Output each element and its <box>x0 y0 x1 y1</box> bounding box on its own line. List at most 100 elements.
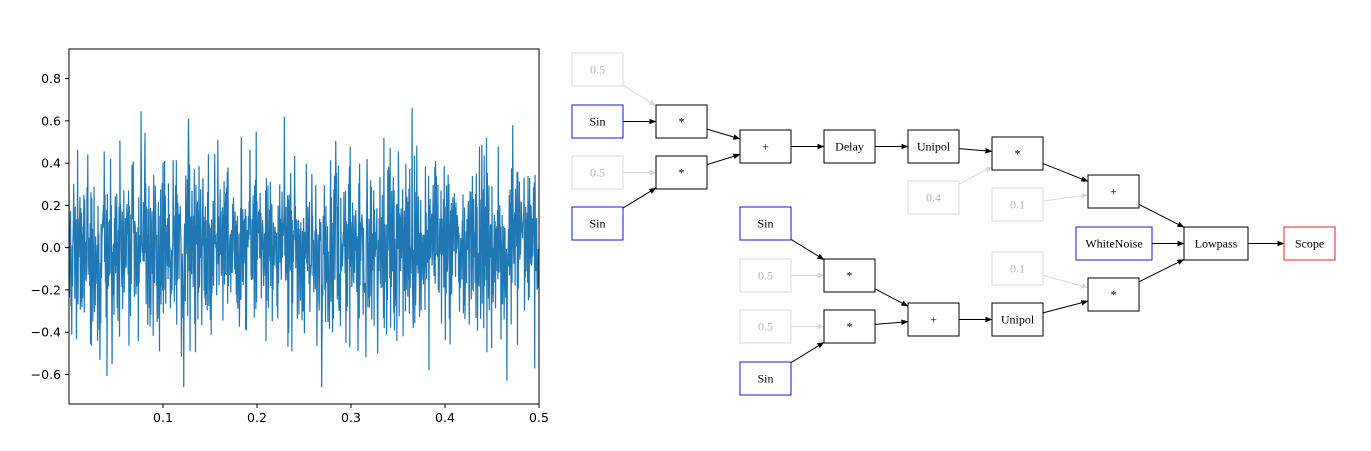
node-lowpass: Lowpass <box>1183 226 1249 261</box>
node-sin1: Sin <box>571 104 624 139</box>
node-sin2: Sin <box>571 206 624 241</box>
node-label: Unipol <box>1001 313 1035 327</box>
node-c05c: 0.5 <box>739 258 792 293</box>
node-mul3: * <box>991 136 1044 171</box>
edge-c01a-to-add2 <box>1042 193 1089 202</box>
node-c01a: 0.1 <box>991 187 1044 222</box>
node-label: Unipol <box>917 140 951 154</box>
node-delay: Delay <box>823 129 876 164</box>
edge-sin3-to-mul4 <box>790 238 825 261</box>
node-box <box>1183 226 1249 261</box>
node-label: * <box>847 320 853 334</box>
node-label: + <box>1110 185 1117 199</box>
node-add1: + <box>739 129 792 164</box>
node-box <box>739 258 792 293</box>
node-box <box>739 309 792 344</box>
node-label: * <box>1111 288 1117 302</box>
node-box <box>823 309 876 344</box>
node-box <box>571 104 624 139</box>
y-tick-label: 0.4 <box>41 156 61 171</box>
y-tick-label: −0.6 <box>31 367 61 382</box>
node-c05a: 0.5 <box>571 52 624 87</box>
node-label: 0.5 <box>590 166 605 180</box>
node-unipol1: Unipol <box>907 129 960 164</box>
node-label: 0.5 <box>758 269 773 283</box>
node-label: Sin <box>757 372 773 386</box>
node-label: Scope <box>1295 237 1324 251</box>
node-box <box>1087 277 1140 312</box>
node-label: + <box>762 140 769 154</box>
node-label: 0.5 <box>758 320 773 334</box>
node-label: Sin <box>589 217 605 231</box>
signal-series-line <box>69 108 539 388</box>
node-box <box>991 302 1044 337</box>
node-box <box>1075 226 1153 261</box>
y-tick-label: −0.2 <box>31 282 61 297</box>
y-tick-label: −0.4 <box>31 325 61 340</box>
node-whitenoise: WhiteNoise <box>1075 226 1153 261</box>
plot-frame <box>68 48 540 405</box>
edge-sin2-to-mul2 <box>622 187 657 209</box>
edge-mul1-to-add1 <box>706 128 741 140</box>
node-box <box>739 361 792 396</box>
node-box <box>823 129 876 164</box>
node-box <box>739 206 792 241</box>
x-tick-label: 0.3 <box>341 410 361 425</box>
edge-sin4-to-mul5 <box>790 341 825 364</box>
node-label: 0.4 <box>926 191 941 205</box>
node-box <box>991 187 1044 222</box>
edge-mul4-to-add3 <box>874 288 909 307</box>
node-box <box>1283 226 1336 261</box>
y-tick-label: 0.8 <box>41 71 61 86</box>
x-tick-label: 0.5 <box>529 410 549 425</box>
node-label: Sin <box>589 115 605 129</box>
x-tick-label: 0.2 <box>247 410 267 425</box>
node-box <box>991 136 1044 171</box>
node-mul4: * <box>823 258 876 293</box>
node-box <box>571 52 624 87</box>
node-label: * <box>1015 147 1021 161</box>
node-box <box>1087 174 1140 209</box>
node-add3: + <box>907 302 960 337</box>
node-c01b: 0.1 <box>991 251 1044 286</box>
node-unipol2: Unipol <box>991 302 1044 337</box>
node-box <box>655 155 708 190</box>
signal-line-layer <box>69 108 539 388</box>
x-tick-label: 0.1 <box>153 410 173 425</box>
x-tick-label: 0.4 <box>435 410 455 425</box>
node-label: 0.1 <box>1010 262 1025 276</box>
node-label: * <box>679 166 685 180</box>
node-box <box>823 258 876 293</box>
node-c05b: 0.5 <box>571 155 624 190</box>
edge-c04-to-mul3 <box>958 166 993 185</box>
node-box <box>571 206 624 241</box>
node-box <box>571 155 624 190</box>
node-label: * <box>847 269 853 283</box>
edge-unipol1-to-mul3 <box>958 148 993 154</box>
node-mul1: * <box>655 104 708 139</box>
node-box <box>991 251 1044 286</box>
y-tick-label: 0.6 <box>41 113 61 128</box>
edge-unipol2-to-mul6 <box>1042 300 1089 314</box>
node-sin4: Sin <box>739 361 792 396</box>
node-box <box>907 180 960 215</box>
y-tick-label: 0.0 <box>41 240 61 255</box>
edge-mul6-to-lowpass <box>1138 258 1185 283</box>
node-c05d: 0.5 <box>739 309 792 344</box>
node-c04: 0.4 <box>907 180 960 215</box>
node-label: 0.5 <box>590 63 605 77</box>
node-label: + <box>930 313 937 327</box>
node-scope: Scope <box>1283 226 1336 261</box>
node-box <box>655 104 708 139</box>
node-label: Lowpass <box>1195 237 1238 251</box>
plot-axes: 0.1 0.2 0.3 0.4 0.5 0.8 0.6 0.4 0.2 0.0 −0.2 −0.4 −0… <box>31 48 549 425</box>
node-box <box>739 129 792 164</box>
node-label: 0.1 <box>1010 198 1025 212</box>
y-tick-label: 0.2 <box>41 198 61 213</box>
edge-c05a-to-mul1 <box>622 84 657 107</box>
graph-edges <box>622 84 1285 364</box>
node-mul2: * <box>655 155 708 190</box>
